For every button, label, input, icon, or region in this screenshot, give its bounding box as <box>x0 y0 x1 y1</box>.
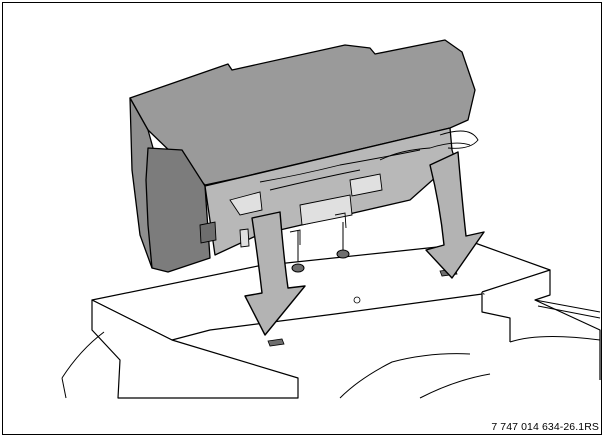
base-slots <box>267 268 458 347</box>
housing-internals <box>199 130 479 248</box>
arrow-left <box>244 211 306 336</box>
figure-reference-code: 7 747 014 634-26.1RS <box>491 421 599 433</box>
mounting-screws <box>291 222 350 273</box>
surface-contours <box>61 299 601 399</box>
arrow-right <box>425 151 485 279</box>
base-unit <box>91 242 601 399</box>
housing <box>129 39 476 273</box>
